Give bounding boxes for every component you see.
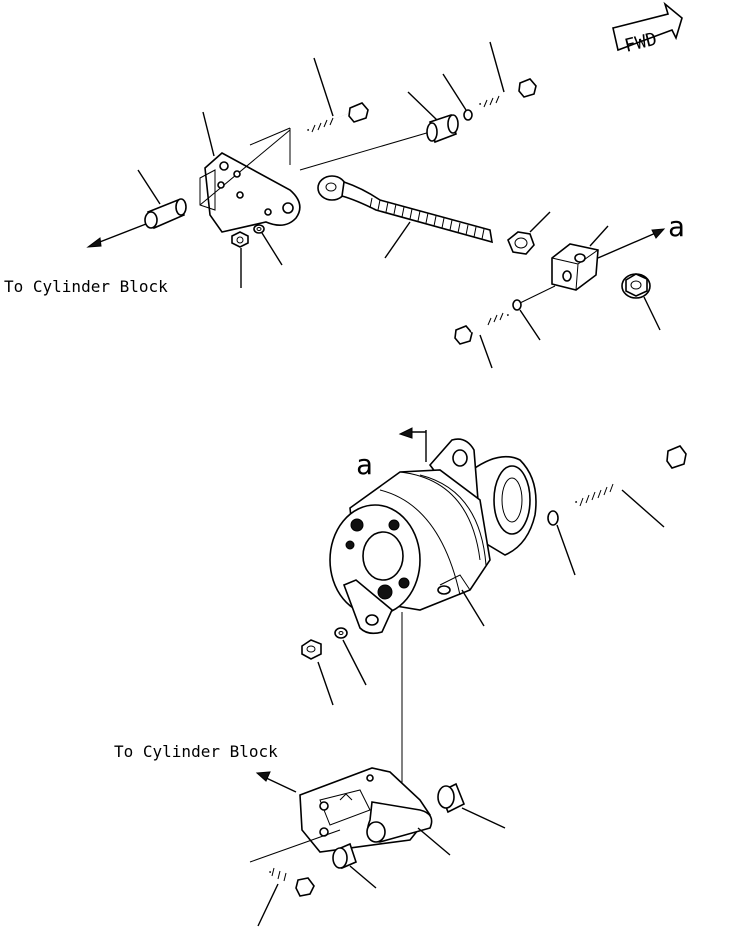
- leader-line: [384, 221, 411, 259]
- leader-line: [442, 73, 467, 111]
- flange-nut-right: [621, 273, 651, 299]
- leader-line: [479, 334, 493, 369]
- leader-line: [342, 639, 367, 686]
- lower-mounting-bracket: [299, 767, 433, 853]
- bolt-lower-right: [454, 312, 509, 345]
- leader-line: [461, 589, 485, 627]
- axis-line: [249, 829, 341, 863]
- leader-line: [313, 57, 334, 117]
- leader-line: [202, 111, 215, 157]
- arrow-head-icon: [651, 228, 666, 239]
- washer-small-upper: [253, 224, 265, 234]
- direction-line: [91, 223, 147, 246]
- leader-line: [261, 232, 283, 266]
- nut-alternator-left: [301, 639, 322, 660]
- washer-lower-right: [512, 299, 522, 311]
- to-cylinder-block-label-lower: To Cylinder Block: [114, 742, 278, 761]
- leader-line: [407, 91, 438, 121]
- callout-a-upper: a: [668, 210, 685, 243]
- leader-line: [317, 661, 334, 706]
- washer-upper-right: [463, 109, 473, 121]
- arrow-head-icon: [398, 427, 413, 439]
- hex-nut-upper: [507, 231, 535, 255]
- leader-line: [417, 827, 451, 856]
- to-cylinder-block-label-upper: To Cylinder Block: [4, 277, 168, 296]
- long-bolt-alternator: [575, 445, 687, 507]
- washer-alternator-left: [334, 627, 348, 639]
- arrow-head-icon: [86, 237, 102, 248]
- collar-bracket-bottom: [332, 842, 357, 870]
- callout-a-lower: a: [356, 448, 373, 481]
- leader-line: [589, 225, 609, 247]
- bolt-upper-right: [479, 78, 537, 108]
- arrow-head-icon: [255, 771, 271, 782]
- adjusting-block: [551, 243, 599, 291]
- leader-line: [489, 41, 505, 93]
- bolt-upper-center: [307, 102, 369, 133]
- leader-line: [643, 296, 661, 331]
- spacer-collar-left: [144, 198, 187, 230]
- spacer-bracket-right: [437, 782, 466, 814]
- leader-line: [556, 524, 576, 576]
- direction-line: [261, 775, 297, 793]
- fwd-arrow: FWD: [612, 1, 683, 57]
- spacer-collar-center: [426, 113, 459, 144]
- leader-line: [349, 865, 377, 889]
- direction-line: [597, 231, 659, 259]
- bolt-lower-left: [269, 867, 315, 897]
- leader-line: [257, 883, 279, 927]
- washer-alternator-right: [547, 510, 559, 526]
- leader-line: [461, 807, 506, 829]
- leader-line: [529, 211, 551, 233]
- axis-line: [519, 285, 556, 304]
- mounting-bracket-plate: [199, 127, 301, 233]
- leader-line: [519, 309, 541, 341]
- leader-line: [137, 169, 161, 205]
- adjusting-rod: [317, 175, 493, 244]
- axis-line: [299, 131, 431, 171]
- leader-line: [621, 489, 665, 528]
- nut-small-upper: [231, 231, 249, 248]
- alternator: [329, 438, 537, 635]
